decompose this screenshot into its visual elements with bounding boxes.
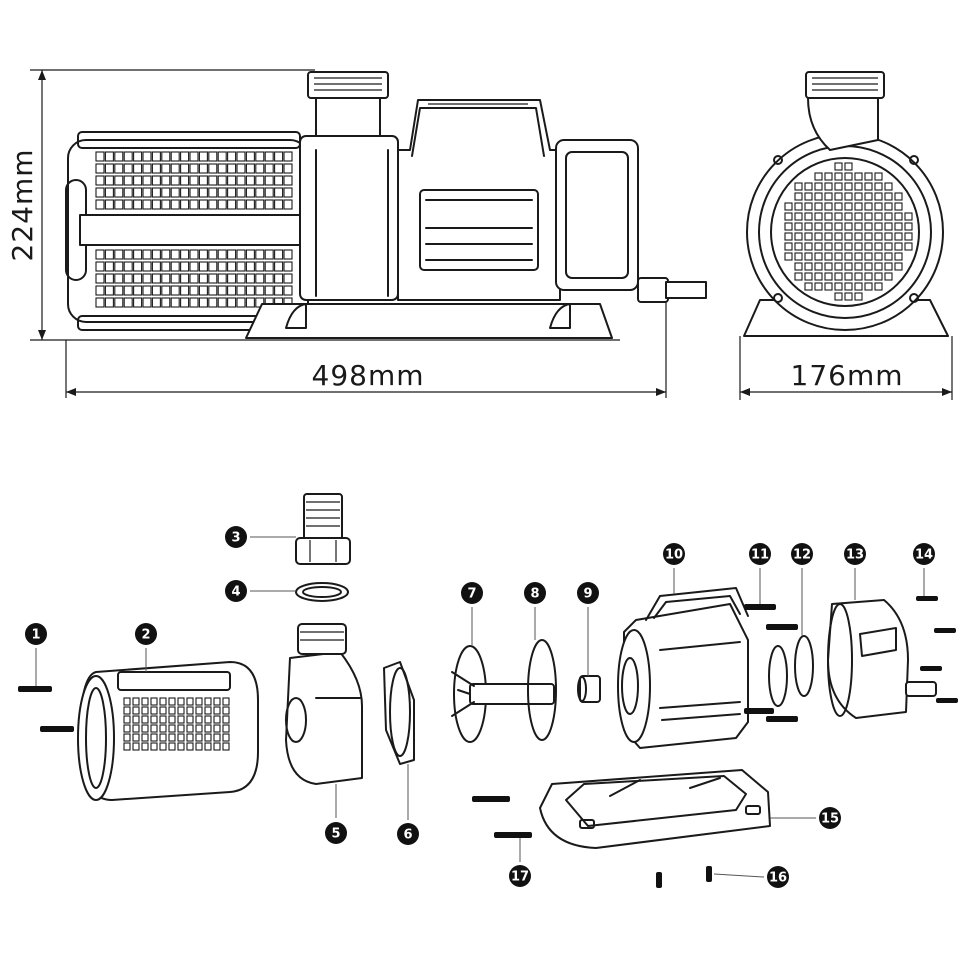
dim-height: 224mm — [6, 149, 39, 262]
part-16-screw — [656, 872, 662, 888]
svg-text:4: 4 — [231, 585, 240, 600]
part-badge-1: 1 — [25, 623, 47, 645]
front-view: 176mm — [739, 71, 953, 400]
svg-text:5: 5 — [331, 827, 340, 842]
part-badge-9: 9 — [577, 582, 599, 604]
part-badge-13: 13 — [844, 543, 866, 565]
part-badge-4: 4 — [225, 580, 247, 602]
dim-length: 498mm — [312, 359, 425, 392]
part-17-screw — [472, 796, 510, 802]
part-3-connector — [295, 493, 351, 565]
part-badge-8: 8 — [524, 582, 546, 604]
part-badge-3: 3 — [225, 526, 247, 548]
part-12-gasket — [768, 645, 788, 707]
part-badge-7: 7 — [461, 582, 483, 604]
part-9-bearing — [577, 675, 601, 703]
svg-text:10: 10 — [665, 548, 683, 563]
part-badge-11: 11 — [749, 543, 771, 565]
part-2-strainer — [77, 661, 259, 801]
svg-text:16: 16 — [769, 871, 787, 886]
svg-text:13: 13 — [846, 548, 864, 563]
part-13-endcap — [827, 599, 937, 719]
part-badge-14: 14 — [913, 543, 935, 565]
svg-text:12: 12 — [793, 548, 811, 563]
svg-text:1: 1 — [31, 628, 40, 643]
svg-text:2: 2 — [141, 628, 150, 643]
svg-text:17: 17 — [511, 870, 529, 885]
part-badge-16: 16 — [767, 866, 789, 888]
strainer-exploded-grid — [123, 697, 230, 751]
svg-text:14: 14 — [915, 548, 933, 563]
part-badge-2: 2 — [135, 623, 157, 645]
part-badge-5: 5 — [325, 822, 347, 844]
part-15-base — [539, 769, 771, 849]
part-10-motor — [617, 587, 749, 749]
part-5-volute — [285, 623, 363, 785]
part-1-screw — [18, 686, 52, 692]
part-6-plate — [383, 661, 415, 765]
part-badge-12: 12 — [791, 543, 813, 565]
front-grid — [784, 162, 913, 301]
svg-text:9: 9 — [583, 587, 592, 602]
svg-text:6: 6 — [403, 828, 412, 843]
part-badge-17: 17 — [509, 865, 531, 887]
svg-text:15: 15 — [821, 812, 839, 827]
part-badge-10: 10 — [663, 543, 685, 565]
part-1-screw-b — [40, 726, 74, 732]
part-8-oring — [527, 639, 557, 741]
part-14-screw — [916, 596, 938, 601]
svg-text:11: 11 — [751, 548, 769, 563]
leader-lines — [35, 536, 925, 878]
svg-text:8: 8 — [530, 587, 539, 602]
strainer-grid-top — [95, 151, 293, 210]
part-7-impeller — [451, 645, 555, 743]
strainer-grid-bottom — [95, 249, 293, 308]
part-11-screw — [744, 604, 776, 610]
side-view: 498mm 224mm — [6, 69, 707, 398]
part-badge-6: 6 — [397, 823, 419, 845]
outlet-threads — [314, 77, 382, 91]
svg-text:3: 3 — [231, 531, 240, 546]
part-badge-15: 15 — [819, 807, 841, 829]
dim-width: 176mm — [791, 359, 904, 392]
svg-text:7: 7 — [467, 587, 476, 602]
